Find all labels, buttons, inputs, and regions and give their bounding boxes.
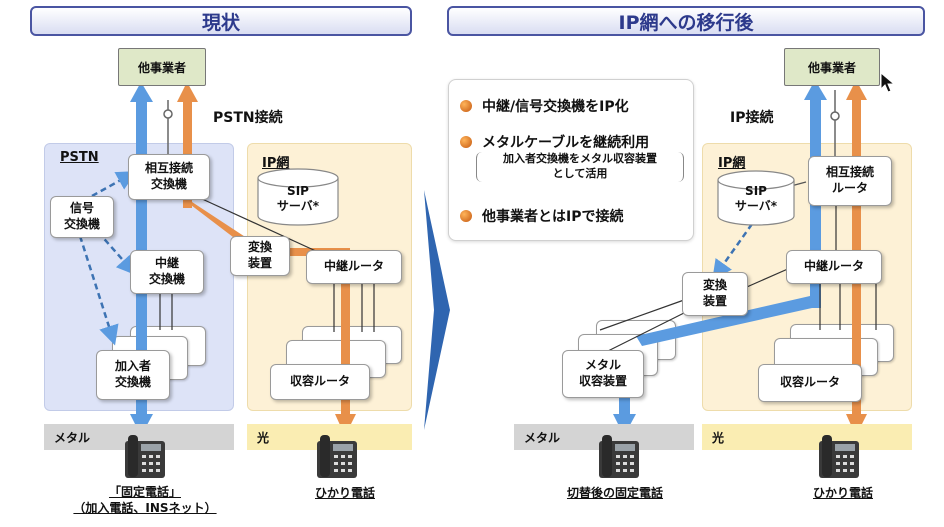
left-relay-router: 中継ルータ xyxy=(306,250,402,284)
left-access-router: 収容ルータ xyxy=(270,364,370,400)
left-header: 現状 xyxy=(30,6,412,36)
left-sip-server-icon xyxy=(257,168,339,226)
pstn-label: PSTN xyxy=(60,150,99,165)
right-fiber-strip: 光 xyxy=(702,424,912,450)
right-ip-label: IP網 xyxy=(718,156,746,171)
right-interconnect-router: 相互接続 ルータ xyxy=(808,156,892,206)
left-ip-label: IP網 xyxy=(262,156,290,171)
left-subscriber-switch: 加入者 交換機 xyxy=(96,350,170,400)
chevron-right-icon xyxy=(424,190,450,430)
mouse-cursor-icon xyxy=(880,72,896,93)
left-signal-switch: 信号 交換機 xyxy=(50,196,114,238)
legend-note: 加入者交換機をメタル収容装置 として活用 xyxy=(476,152,684,182)
right-relay-router: 中継ルータ xyxy=(786,250,882,284)
left-hikari-phone-caption: ひかり電話 xyxy=(314,486,375,500)
bullet-dot-icon xyxy=(460,136,472,148)
telephone-icon xyxy=(599,435,639,478)
right-carrier-box: 他事業者 xyxy=(784,48,880,86)
telephone-icon xyxy=(819,435,859,478)
legend-item-3: 他事業者とはIPで接続 xyxy=(460,206,623,226)
right-fixed-phone-caption: 切替後の固定電話 xyxy=(566,486,663,500)
telephone-icon xyxy=(317,435,357,478)
right-converter: 変換 装置 xyxy=(682,272,748,316)
right-sip-server-label: SIP サーバ* xyxy=(734,184,778,213)
left-converter: 変換 装置 xyxy=(230,236,290,276)
legend-item-label: 他事業者とはIPで接続 xyxy=(482,209,624,225)
legend-panel xyxy=(448,79,694,241)
left-carrier-link-dot xyxy=(163,109,173,119)
right-access-router: 収容ルータ xyxy=(758,364,862,402)
legend-item-1: 中継/信号交換機をIP化 xyxy=(460,96,629,116)
bullet-dot-icon xyxy=(460,210,472,222)
bullet-dot-icon xyxy=(460,100,472,112)
left-connection-label: PSTN接続 xyxy=(213,110,283,126)
right-sip-server-icon xyxy=(717,170,795,226)
legend-item-label: メタルケーブルを継続利用 xyxy=(482,135,650,151)
right-hikari-phone-caption: ひかり電話 xyxy=(812,486,873,500)
right-connection-label: IP接続 xyxy=(730,110,774,126)
left-interconnect-switch: 相互接続 交換機 xyxy=(128,154,210,200)
left-carrier-box: 他事業者 xyxy=(118,48,206,86)
right-header: IP網への移行後 xyxy=(447,6,925,36)
legend-item-2: メタルケーブルを継続利用 xyxy=(460,132,649,152)
left-sip-server-label: SIP サーバ* xyxy=(276,184,320,213)
telephone-icon xyxy=(125,435,165,478)
right-metal-access-device: メタル 収容装置 xyxy=(562,350,644,398)
legend-item-label: 中継/信号交換機をIP化 xyxy=(482,99,629,115)
left-fixed-phone-caption: 「固定電話」 （加入電話、INSネット） xyxy=(73,485,217,516)
right-carrier-link-dot xyxy=(830,111,840,121)
left-relay-switch: 中継 交換機 xyxy=(130,250,204,294)
